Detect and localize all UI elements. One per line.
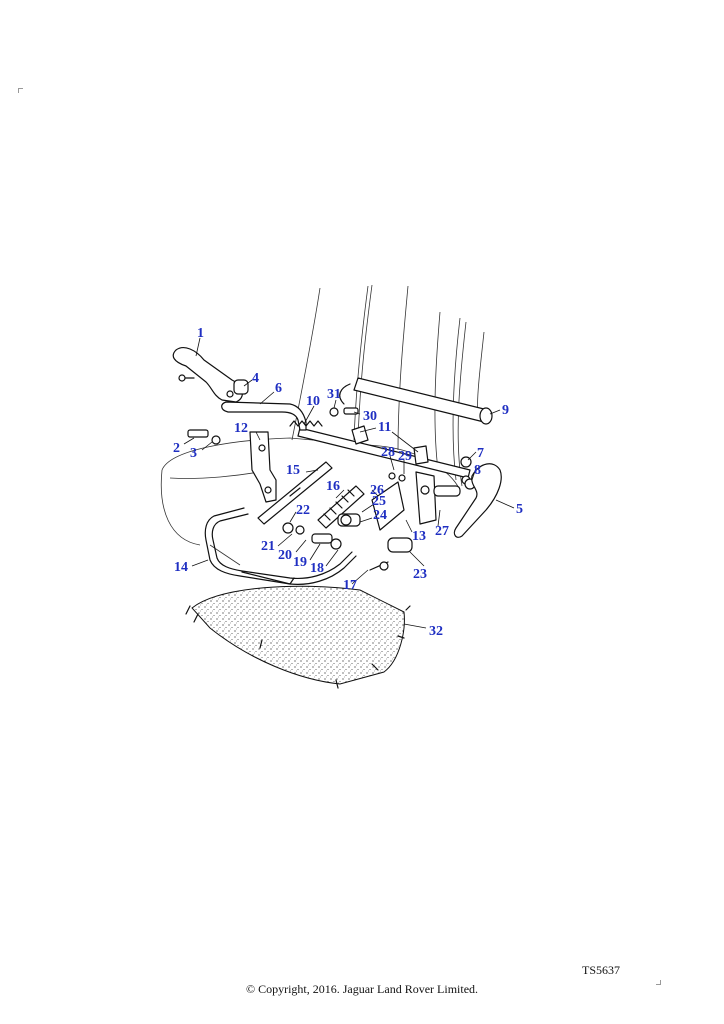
callout-30: 30	[363, 409, 377, 424]
callout-11: 11	[378, 420, 391, 435]
callout-13: 13	[412, 529, 426, 544]
callout-17: 17	[343, 578, 357, 593]
seat-pan-part-32	[185, 585, 411, 689]
callout-5: 5	[516, 502, 523, 517]
callout-7: 7	[477, 446, 484, 461]
gas-strut-part-15	[257, 461, 333, 525]
callout-24: 24	[373, 508, 387, 523]
crop-mark	[656, 980, 661, 985]
callout-18: 18	[310, 561, 324, 576]
callout-12: 12	[234, 421, 248, 436]
leader-lines	[183, 337, 515, 629]
pivot-bracket-part-13	[415, 471, 471, 525]
copyright-notice: © Copyright, 2016. Jaguar Land Rover Lim…	[245, 982, 479, 996]
callout-31: 31	[327, 387, 341, 402]
bolt-part-2	[187, 429, 221, 445]
handle-part-6	[221, 401, 307, 431]
callout-23: 23	[413, 567, 427, 582]
plate-part-11	[329, 407, 429, 465]
cover-part-5	[453, 463, 502, 538]
bush-part-23	[369, 537, 413, 571]
callout-15: 15	[286, 463, 300, 478]
seat-back-outline	[291, 284, 485, 487]
callout-8: 8	[474, 463, 481, 478]
frame-rod-part-14	[204, 507, 357, 585]
spring-part-10	[289, 420, 323, 427]
callout-20: 20	[278, 548, 292, 563]
callout-labels: 1 2 3 4 5 6 7 8 9 10 11 12 13 14 15 16 1…	[173, 326, 523, 639]
callout-9: 9	[502, 403, 509, 418]
callout-26: 26	[370, 483, 384, 498]
drawing-reference: TS5637	[582, 963, 621, 977]
callout-25: 25	[372, 494, 386, 509]
callout-21: 21	[261, 539, 275, 554]
callout-27: 27	[435, 524, 449, 539]
callout-32: 32	[429, 624, 443, 639]
damper-part-16	[317, 485, 365, 529]
bracket-part-12	[249, 431, 277, 503]
callout-29: 29	[398, 449, 412, 464]
crop-mark	[18, 88, 23, 93]
callout-14: 14	[174, 560, 188, 575]
callout-22: 22	[296, 503, 310, 518]
lever-part-1	[172, 347, 243, 403]
callout-19: 19	[293, 555, 307, 570]
callout-16: 16	[326, 479, 340, 494]
callout-28: 28	[381, 445, 395, 460]
bush-part-4	[233, 379, 249, 395]
callout-3: 3	[190, 446, 197, 461]
linkage-cluster	[282, 472, 406, 550]
callout-2: 2	[173, 441, 180, 456]
callout-6: 6	[275, 381, 282, 396]
callout-1: 1	[197, 326, 204, 341]
cross-tube	[339, 377, 493, 425]
callout-4: 4	[252, 371, 259, 386]
callout-10: 10	[306, 394, 320, 409]
